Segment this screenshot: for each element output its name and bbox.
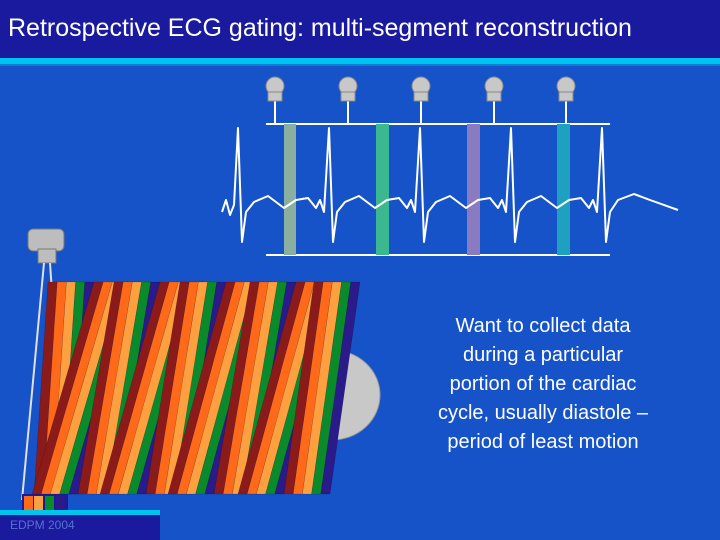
helix-path bbox=[31, 281, 361, 495]
gate-window bbox=[376, 124, 389, 255]
gate-marker-icon bbox=[556, 76, 576, 124]
body-line: during a particular bbox=[462, 344, 624, 366]
gate-window bbox=[467, 124, 480, 255]
gate-marker-icon bbox=[484, 76, 504, 124]
body-line: period of least motion bbox=[447, 431, 639, 453]
title-rule bbox=[0, 58, 720, 64]
body-line: cycle, usually diastole – bbox=[437, 402, 649, 424]
gate-marker-icon bbox=[265, 76, 285, 124]
slide-body-text: Want to collect data during a particular… bbox=[398, 312, 688, 457]
ecg-panel bbox=[221, 76, 679, 256]
gate-marker-icon bbox=[338, 76, 358, 124]
gate-window bbox=[557, 124, 570, 255]
title-rule-shadow bbox=[0, 64, 720, 66]
gate-marker-icon bbox=[411, 76, 431, 124]
slide-title: Retrospective ECG gating: multi-segment … bbox=[8, 14, 632, 42]
helix-segment bbox=[283, 281, 361, 495]
title-bar: Retrospective ECG gating: multi-segment … bbox=[0, 0, 720, 58]
footer-label: EDPM 2004 bbox=[10, 518, 75, 532]
gate-windows bbox=[284, 124, 570, 255]
gate-window bbox=[284, 124, 296, 255]
gate-markers bbox=[265, 76, 576, 124]
helix-stripe bbox=[320, 281, 361, 495]
body-line: Want to collect data bbox=[455, 315, 631, 337]
footer-bar bbox=[0, 510, 160, 540]
body-line: portion of the cardiac bbox=[449, 373, 637, 395]
ct-scanner bbox=[21, 228, 381, 516]
ecg-trace bbox=[221, 127, 679, 243]
